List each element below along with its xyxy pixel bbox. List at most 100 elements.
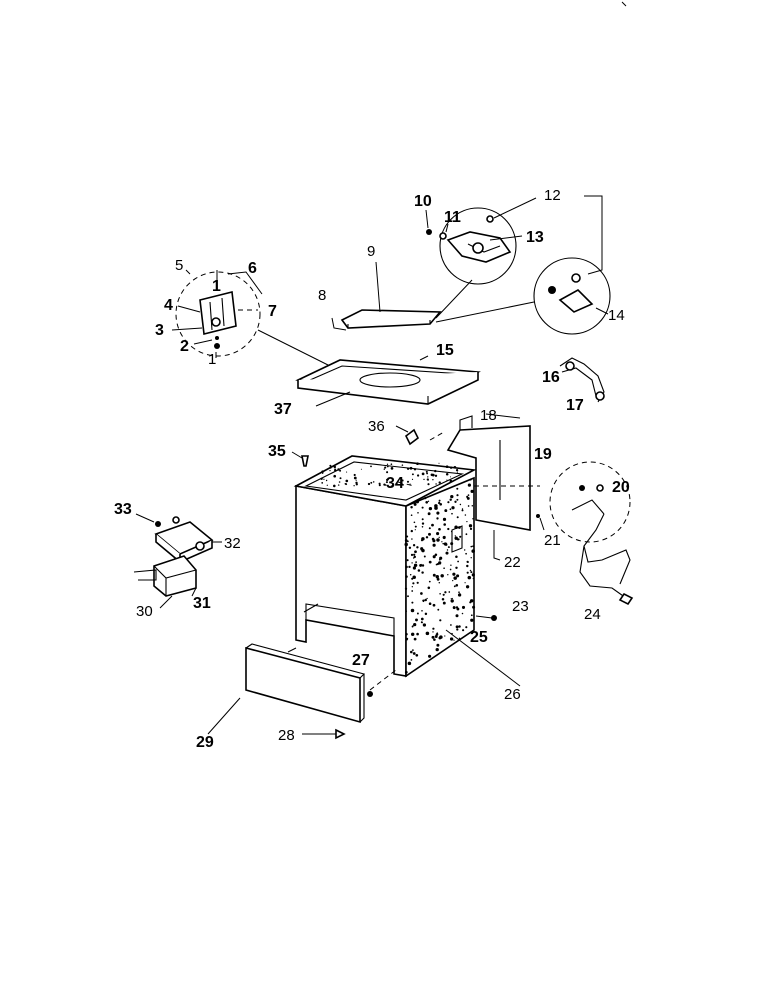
texture-speck — [432, 603, 436, 607]
texture-speck — [465, 533, 468, 536]
texture-speck — [321, 470, 324, 473]
texture-speck — [461, 509, 464, 512]
texture-speck — [414, 529, 416, 531]
texture-speck — [339, 469, 342, 472]
texture-speck — [427, 479, 429, 481]
texture-speck — [408, 565, 411, 569]
texture-speck — [378, 484, 381, 487]
texture-speck — [420, 617, 424, 621]
callout-3: 3 — [155, 322, 164, 339]
texture-speck — [355, 479, 357, 481]
texture-speck — [417, 569, 421, 572]
texture-speck — [353, 485, 355, 487]
callout-37: 37 — [274, 401, 292, 418]
texture-speck — [367, 482, 371, 486]
callout-23: 23 — [512, 598, 529, 615]
texture-speck — [472, 577, 475, 580]
texture-speck — [441, 597, 445, 601]
texture-speck — [453, 585, 456, 588]
texture-speck — [420, 592, 423, 595]
lid-hinge-detail — [425, 197, 537, 285]
texture-speck — [390, 463, 393, 466]
hinge-detail-right — [533, 195, 611, 335]
texture-speck — [446, 479, 448, 481]
texture-speck — [436, 532, 440, 536]
texture-speck — [462, 629, 465, 632]
texture-speck — [409, 574, 412, 576]
texture-speck — [370, 481, 373, 484]
texture-speck — [422, 623, 427, 627]
texture-speck — [424, 496, 427, 500]
texture-speck — [444, 509, 448, 513]
texture-speck — [386, 465, 389, 468]
texture-speck — [454, 535, 456, 537]
texture-speck — [450, 530, 453, 533]
callout-28: 28 — [278, 727, 295, 744]
texture-speck — [443, 567, 445, 570]
texture-speck — [338, 481, 341, 483]
texture-speck — [412, 649, 414, 651]
texture-speck — [438, 536, 440, 539]
texture-speck — [447, 501, 450, 504]
texture-speck — [432, 631, 434, 633]
texture-speck — [470, 614, 473, 617]
texture-speck — [428, 602, 432, 605]
texture-speck — [413, 502, 417, 506]
texture-speck — [333, 465, 337, 469]
texture-speck — [421, 610, 423, 612]
texture-speck — [470, 489, 474, 493]
power-cord-detail — [536, 461, 634, 606]
texture-speck — [412, 566, 416, 570]
texture-speck — [321, 482, 324, 484]
callout-25: 25 — [470, 629, 488, 646]
callout-5: 5 — [175, 257, 183, 274]
texture-speck — [415, 500, 420, 504]
texture-speck — [435, 483, 437, 485]
texture-speck — [436, 517, 439, 520]
texture-speck — [434, 635, 438, 638]
texture-speck — [450, 494, 454, 499]
texture-speck — [401, 464, 404, 466]
texture-speck — [449, 466, 453, 469]
texture-speck — [413, 521, 416, 524]
corner-mark — [621, 1, 627, 7]
texture-speck — [428, 506, 433, 511]
texture-speck — [466, 564, 469, 568]
texture-speck — [438, 481, 441, 484]
texture-speck — [392, 484, 394, 487]
texture-speck — [410, 608, 415, 613]
texture-speck — [432, 573, 436, 577]
texture-speck — [425, 470, 428, 473]
texture-speck — [425, 500, 429, 504]
callout-13: 13 — [526, 229, 544, 246]
texture-speck — [420, 539, 424, 542]
texture-speck — [409, 466, 413, 470]
texture-speck — [322, 472, 324, 475]
cabinet — [293, 455, 477, 678]
texture-speck — [455, 584, 459, 587]
texture-speck — [452, 572, 456, 576]
texture-speck — [378, 482, 381, 485]
texture-speck — [437, 608, 440, 611]
texture-speck — [405, 637, 409, 641]
texture-speck — [325, 479, 328, 482]
texture-speck — [426, 597, 428, 600]
texture-speck — [427, 483, 430, 486]
texture-speck — [470, 618, 474, 622]
texture-speck — [442, 471, 444, 473]
texture-speck — [445, 472, 449, 476]
texture-speck — [416, 474, 420, 477]
callout-4: 4 — [164, 297, 173, 314]
texture-speck — [438, 562, 442, 565]
texture-speck — [329, 469, 331, 472]
texture-speck — [465, 626, 468, 629]
texture-speck — [467, 505, 470, 507]
texture-speck — [421, 522, 425, 525]
texture-speck — [355, 483, 358, 486]
texture-speck — [428, 560, 432, 564]
top-frame — [295, 355, 481, 407]
texture-speck — [413, 622, 417, 627]
callout-10: 10 — [414, 193, 432, 210]
texture-speck — [451, 512, 453, 515]
callout-14: 14 — [608, 307, 625, 324]
